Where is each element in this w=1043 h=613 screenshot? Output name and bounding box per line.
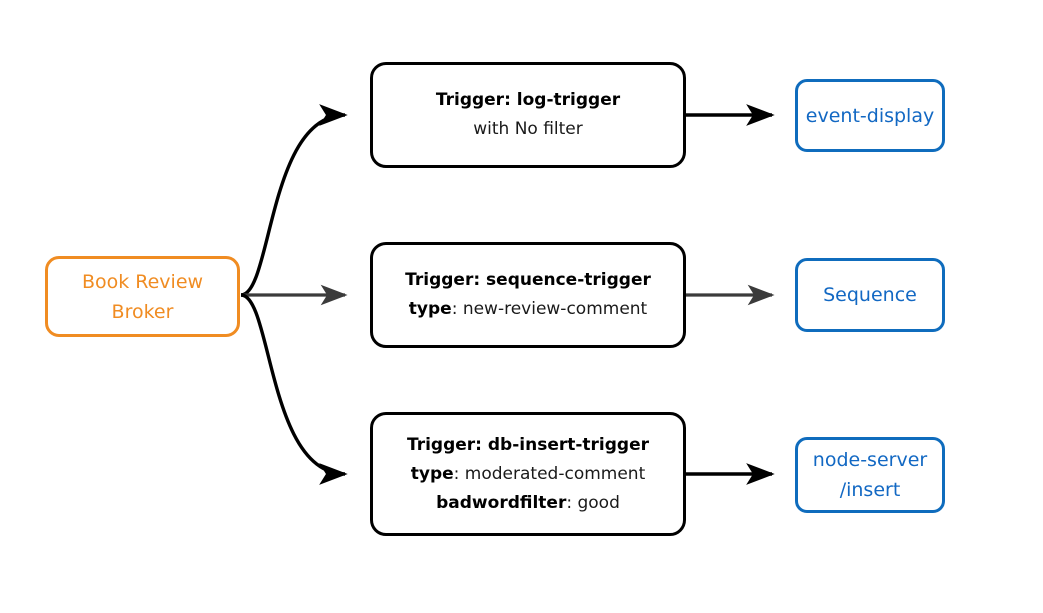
trigger-sequence-trigger-label: Trigger: sequence-trigger type: new-revi… — [373, 266, 683, 324]
trigger-sequence-trigger-line2: type: new-review-comment — [373, 295, 683, 324]
trigger-sequence-trigger-line1-bold: Trigger: sequence-trigger — [405, 270, 651, 290]
trigger-db-insert-trigger-line3-bold: badwordfilter — [436, 492, 567, 513]
trigger-sequence-trigger-line1: Trigger: sequence-trigger — [373, 266, 683, 295]
sink-node-server-label: node-server /insert — [798, 445, 942, 505]
node-trigger-db-insert-trigger[interactable]: Trigger: db-insert-trigger type: moderat… — [370, 412, 686, 536]
sink-sequence-label: Sequence — [798, 280, 942, 310]
trigger-db-insert-trigger-line2-rest: : moderated-comment — [453, 463, 646, 484]
trigger-db-insert-trigger-line3-rest: : good — [566, 492, 620, 513]
trigger-db-insert-trigger-line1-bold: Trigger: db-insert-trigger — [406, 434, 650, 455]
node-sink-sequence[interactable]: Sequence — [795, 258, 945, 332]
node-book-review-broker[interactable]: Book Review Broker — [45, 256, 240, 337]
broker-label-line1: Book Review — [81, 270, 204, 293]
trigger-log-trigger-line2-rest: with No filter — [473, 119, 583, 139]
sink-node-server-line2: /insert — [839, 479, 901, 501]
trigger-sequence-trigger-line2-rest: : new-review-comment — [451, 299, 648, 319]
trigger-log-trigger-label: Trigger: log-trigger with No filter — [373, 86, 683, 144]
trigger-db-insert-trigger-label: Trigger: db-insert-trigger type: moderat… — [373, 431, 683, 518]
edge-broker-to-log-trigger — [240, 104, 348, 297]
sink-sequence-line1: Sequence — [823, 284, 917, 306]
trigger-db-insert-trigger-line1: Trigger: db-insert-trigger — [373, 431, 683, 460]
trigger-db-insert-trigger-line2: type: moderated-comment — [373, 460, 683, 489]
node-sink-event-display[interactable]: event-display — [795, 79, 945, 152]
broker-label-line2: Broker — [111, 300, 174, 323]
trigger-db-insert-trigger-line3: badwordfilter: good — [373, 489, 683, 518]
sink-event-display-label: event-display — [798, 101, 942, 131]
edge-broker-to-db-insert-trigger — [240, 293, 348, 485]
trigger-log-trigger-line1: Trigger: log-trigger — [373, 86, 683, 115]
node-trigger-sequence-trigger[interactable]: Trigger: sequence-trigger type: new-revi… — [370, 242, 686, 348]
node-trigger-log-trigger[interactable]: Trigger: log-trigger with No filter — [370, 62, 686, 168]
sink-event-display-line1: event-display — [805, 104, 935, 127]
sink-node-server-line1: node-server — [812, 449, 928, 471]
trigger-db-insert-trigger-line2-bold: type — [410, 463, 454, 484]
trigger-sequence-trigger-line2-bold: type — [408, 299, 452, 319]
trigger-log-trigger-line1-bold: Trigger: log-trigger — [435, 90, 621, 110]
node-sink-node-server-insert[interactable]: node-server /insert — [795, 437, 945, 513]
broker-label: Book Review Broker — [48, 267, 237, 327]
trigger-log-trigger-line2: with No filter — [373, 115, 683, 144]
